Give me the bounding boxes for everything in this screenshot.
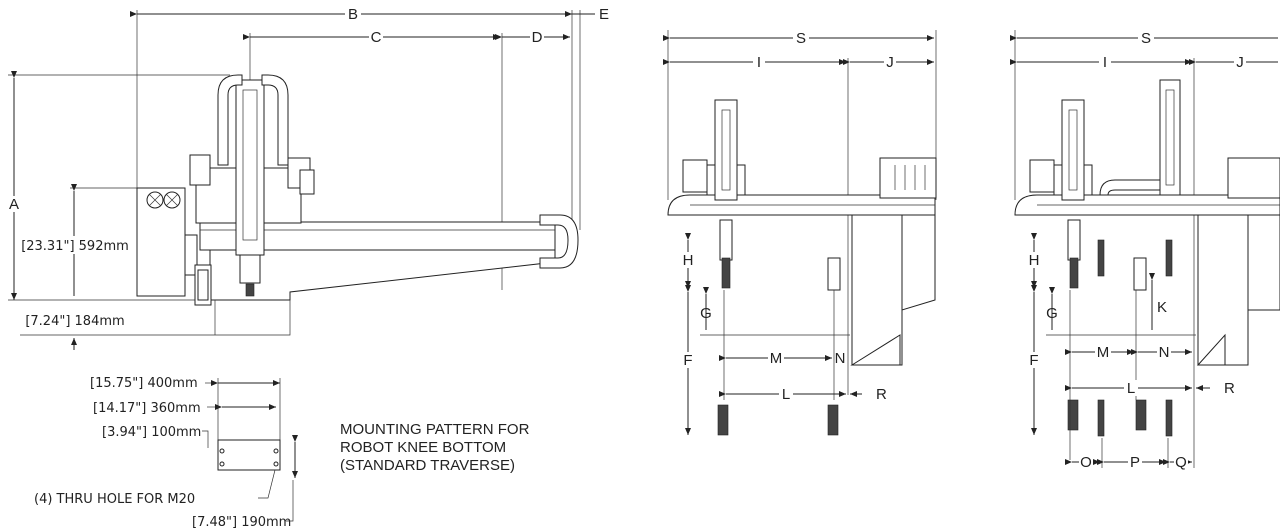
dim-letter-m-2: M	[1097, 344, 1110, 361]
side-view: B E C D A [23.31"] 592mm [7.24"]	[6, 6, 609, 350]
dim-height-184: [7.24"] 184mm	[25, 314, 124, 329]
dim-letter-n-2: N	[1159, 344, 1170, 361]
dim-letter-e: E	[599, 6, 609, 23]
vertical-arm	[235, 79, 265, 256]
dim-letter-j: J	[886, 54, 894, 71]
dim-letter-l-2: L	[1127, 380, 1135, 397]
dim-letter-s: S	[796, 30, 806, 47]
mounting-pattern: [15.75"] 400mm [14.17"] 360mm [3.94"] 10…	[34, 374, 530, 529]
dim-letter-j-2: J	[1236, 54, 1244, 71]
dim-letter-c: C	[371, 29, 382, 46]
robot-knee-base	[209, 247, 556, 301]
dim-letter-g: G	[700, 305, 712, 322]
dim-360mm: [14.17"] 360mm	[93, 401, 201, 416]
knee-bottom-plate	[217, 439, 281, 471]
holes-callout: (4) THRU HOLE FOR M20	[34, 492, 195, 507]
dim-190mm: [7.48"] 190mm	[192, 515, 291, 529]
mounting-note-line-1: MOUNTING PATTERN FOR	[340, 421, 530, 438]
dim-letter-a: A	[9, 196, 19, 213]
vertical-arm	[714, 99, 738, 201]
front-view-1: S I J H G F	[663, 30, 937, 436]
mounting-note-line-2: ROBOT KNEE BOTTOM	[340, 439, 506, 456]
dim-letter-d: D	[532, 29, 543, 46]
dim-letter-f-2: F	[1029, 352, 1038, 369]
dim-letter-n: N	[835, 350, 846, 367]
dim-letter-g-2: G	[1046, 305, 1058, 322]
dim-height-592: [23.31"] 592mm	[21, 239, 129, 254]
dim-letter-s-2: S	[1141, 30, 1151, 47]
front-view-2: S I J H G F	[1010, 30, 1280, 471]
dim-letter-p: P	[1130, 454, 1140, 471]
dim-letter-f: F	[683, 352, 692, 369]
dim-letter-l: L	[782, 386, 790, 403]
dim-letter-q: Q	[1175, 454, 1187, 471]
dim-letter-r-2: R	[1224, 380, 1235, 397]
dim-letter-m: M	[770, 350, 783, 367]
dim-letter-b: B	[348, 6, 358, 23]
dim-letter-o: O	[1080, 454, 1092, 471]
dim-letter-i-2: I	[1103, 54, 1107, 71]
dim-letter-k: K	[1157, 299, 1167, 316]
dim-letter-h-2: H	[1029, 252, 1040, 269]
dim-letter-r: R	[876, 386, 887, 403]
dim-letter-i: I	[757, 54, 761, 71]
dim-100mm: [3.94"] 100mm	[102, 425, 201, 440]
dim-letter-h: H	[683, 252, 694, 269]
dim-400mm: [15.75"] 400mm	[90, 376, 198, 391]
mounting-note-line-3: (STANDARD TRAVERSE)	[340, 457, 515, 474]
